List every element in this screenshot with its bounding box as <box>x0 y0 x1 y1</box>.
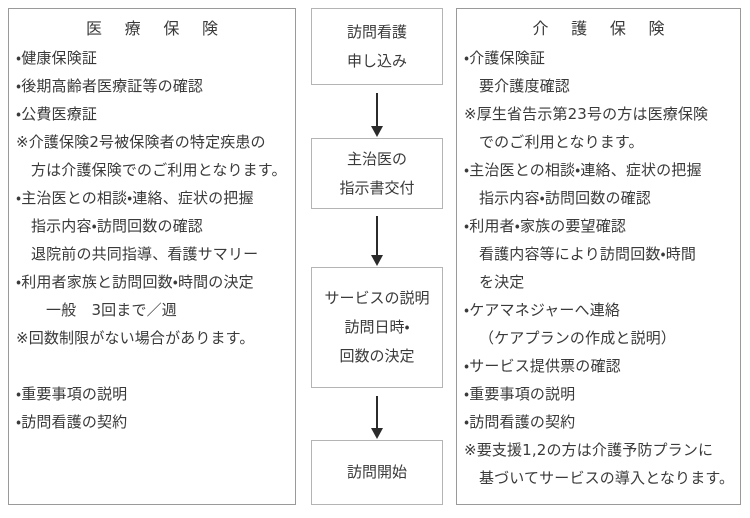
flow-box-2[interactable]: サービスの説明訪問日時・回数の決定 <box>311 267 443 388</box>
flow-box-0[interactable]: 訪問看護申し込み <box>311 8 443 85</box>
care-line: ・介護保険証 <box>464 49 546 67</box>
medical-line: ・主治医との相談・連絡、症状の把握 <box>16 189 254 207</box>
flow-arrow-down-0 <box>371 93 383 137</box>
care-line: ※厚生省告示第23号の方は医療保険 <box>464 105 709 123</box>
care-line: 指示内容・訪問回数の確認 <box>479 189 651 207</box>
care-line: ・主治医との相談・連絡、症状の把握 <box>464 161 702 179</box>
flow-box-2-line: 訪問日時・ <box>344 318 410 336</box>
panel-nursing-care-insurance-title: 介 護 保 険 <box>532 19 674 38</box>
flow-box-1[interactable]: 主治医の指示書交付 <box>311 138 443 209</box>
medical-blank-line <box>16 352 288 380</box>
panel-medical-insurance-lines: ・健康保険証・後期高齢者医療証等の確認・公費医療証 ※介護保険2号被保険者の特定疾… <box>16 44 288 436</box>
medical-line: ・公費医療証 <box>16 105 98 123</box>
care-line: ・ケアマネジャーへ連絡 <box>464 301 621 319</box>
medical-line: ※回数制限がない場合があります。 <box>16 329 255 347</box>
panel-nursing-care-insurance: 介 護 保 険 ・介護保険証要介護度確認 ※厚生省告示第23号の方は医療保険でのご… <box>456 8 741 505</box>
medical-line: ・健康保険証 <box>16 49 98 67</box>
care-line: 基づいてサービスの導入となります。 <box>479 469 735 487</box>
care-line: ・重要事項の説明 <box>464 385 576 403</box>
flow-box-3-line: 訪問開始 <box>346 463 407 481</box>
care-line: ・サービス提供票の確認 <box>464 357 621 375</box>
flow-box-2-line: 回数の決定 <box>339 347 415 365</box>
medical-line: ※介護保険2号被保険者の特定疾患の <box>16 133 266 151</box>
panel-medical-insurance: 医 療 保 険 ・健康保険証・後期高齢者医療証等の確認・公費医療証 ※介護保険2号… <box>8 8 296 505</box>
flow-box-2-line: サービスの説明 <box>324 289 430 307</box>
flow-arrow-down-2 <box>371 396 383 439</box>
care-line: （ケアプランの作成と説明） <box>479 329 676 347</box>
medical-line: 退院前の共同指導、看護サマリー <box>31 245 259 263</box>
medical-line: ・重要事項の説明 <box>16 385 128 403</box>
medical-line: 方は介護保険でのご利用となります。 <box>31 161 287 179</box>
care-line: を決定 <box>479 273 525 291</box>
care-line: 看護内容等により訪問回数・時間 <box>479 245 697 263</box>
flow-arrow-down-1 <box>371 216 383 266</box>
care-line: ・利用者・家族の要望確認 <box>464 217 627 235</box>
panel-medical-insurance-title: 医 療 保 険 <box>85 19 227 38</box>
flow-box-1-line: 主治医の <box>346 149 407 168</box>
care-line: でのご利用となります。 <box>479 133 644 151</box>
flow-box-0-line: 申し込み <box>346 51 407 70</box>
flowchart-column: 訪問看護申し込み主治医の指示書交付サービスの説明訪問日時・回数の決定訪問開始 <box>311 0 443 518</box>
medical-line: ・訪問看護の契約 <box>16 413 128 431</box>
panel-nursing-care-insurance-lines: ・介護保険証要介護度確認 ※厚生省告示第23号の方は医療保険でのご利用となります。… <box>464 44 735 492</box>
flow-box-1-line: 指示書交付 <box>339 178 415 197</box>
medical-line: 指示内容・訪問回数の確認 <box>31 217 203 235</box>
care-line: ※要支援1,2の方は介護予防プランに <box>464 441 714 459</box>
medical-line: ・利用者家族と訪問回数・時間の決定 <box>16 273 254 291</box>
flow-box-0-line: 訪問看護 <box>346 22 407 41</box>
care-line: ・訪問看護の契約 <box>464 413 576 431</box>
care-line: 要介護度確認 <box>479 77 570 95</box>
medical-line: ・後期高齢者医療証等の確認 <box>16 77 204 95</box>
flow-box-3[interactable]: 訪問開始 <box>311 440 443 505</box>
medical-line: 一般 3回まで／週 <box>46 301 177 319</box>
